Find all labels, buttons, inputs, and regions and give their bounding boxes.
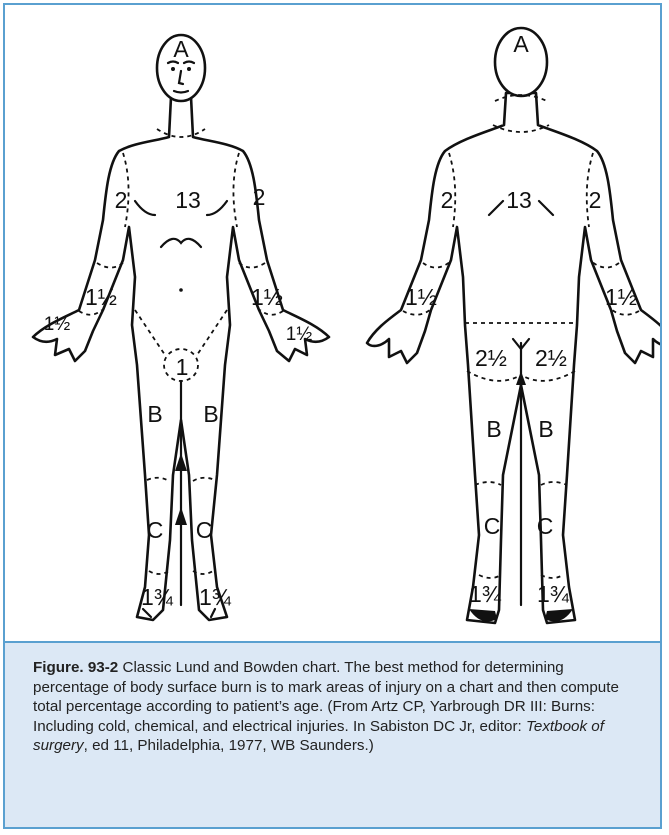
back-label-forearm-left: 1½	[405, 284, 437, 310]
front-navel	[179, 288, 183, 292]
back-label-buttock-left: 2½	[475, 345, 507, 371]
front-eye-left	[171, 67, 175, 71]
front-label-genitals: 1	[176, 354, 189, 380]
front-body-view: A 13 2 2 1½ 1½ 1½ 1½ 1 B B C C 1¾ 1¾	[33, 35, 329, 620]
front-label-forearm-left: 1½	[85, 284, 117, 310]
figure-frame: A 13 2 2 1½ 1½ 1½ 1½ 1 B B C C 1¾ 1¾	[3, 3, 662, 829]
front-label-thigh-right: B	[203, 401, 218, 427]
front-label-upper-arm-right: 2	[253, 184, 266, 210]
front-label-thigh-left: B	[147, 401, 162, 427]
back-label-upper-arm-left: 2	[441, 187, 454, 213]
front-label-foot-right: 1¾	[199, 584, 232, 610]
front-label-leg-right: C	[196, 517, 213, 543]
back-label-foot-right: 1¾	[537, 581, 570, 607]
back-label-thigh-right: B	[538, 416, 553, 442]
front-label-upper-arm-left: 2	[115, 187, 128, 213]
front-eye-right	[187, 67, 191, 71]
front-label-foot-left: 1¾	[141, 584, 174, 610]
back-heels	[469, 609, 573, 621]
back-label-buttock-right: 2½	[535, 345, 567, 371]
caption-text-2: , ed 11, Philadelphia, 1977, WB Saunders…	[84, 737, 374, 754]
front-label-head: A	[173, 36, 189, 62]
caption-label: Figure. 93-2	[33, 659, 118, 676]
figure-caption: Figure. 93-2 Classic Lund and Bowden cha…	[5, 641, 660, 827]
front-label-hand-right: 1½	[286, 324, 313, 345]
front-label-leg-left: C	[147, 517, 164, 543]
back-label-forearm-right: 1½	[605, 284, 637, 310]
back-label-head: A	[513, 31, 529, 57]
back-label-upper-arm-right: 2	[589, 187, 602, 213]
front-label-forearm-right: 1½	[251, 284, 283, 310]
back-body-outline	[367, 93, 660, 623]
front-label-trunk: 13	[175, 187, 201, 213]
back-label-thigh-left: B	[486, 416, 501, 442]
back-label-trunk: 13	[506, 187, 532, 213]
lund-browder-figure: A 13 2 2 1½ 1½ 1½ 1½ 1 B B C C 1¾ 1¾	[5, 5, 660, 640]
back-label-foot-left: 1¾	[469, 581, 502, 607]
back-body-view: A 13 2 2 1½ 1½ 2½ 2½ B B C C 1¾ 1¾	[367, 28, 660, 623]
front-label-hand-left: 1½	[44, 314, 71, 335]
back-label-leg-left: C	[484, 513, 501, 539]
body-diagram-svg: A 13 2 2 1½ 1½ 1½ 1½ 1 B B C C 1¾ 1¾	[5, 5, 660, 640]
back-label-leg-right: C	[537, 513, 554, 539]
